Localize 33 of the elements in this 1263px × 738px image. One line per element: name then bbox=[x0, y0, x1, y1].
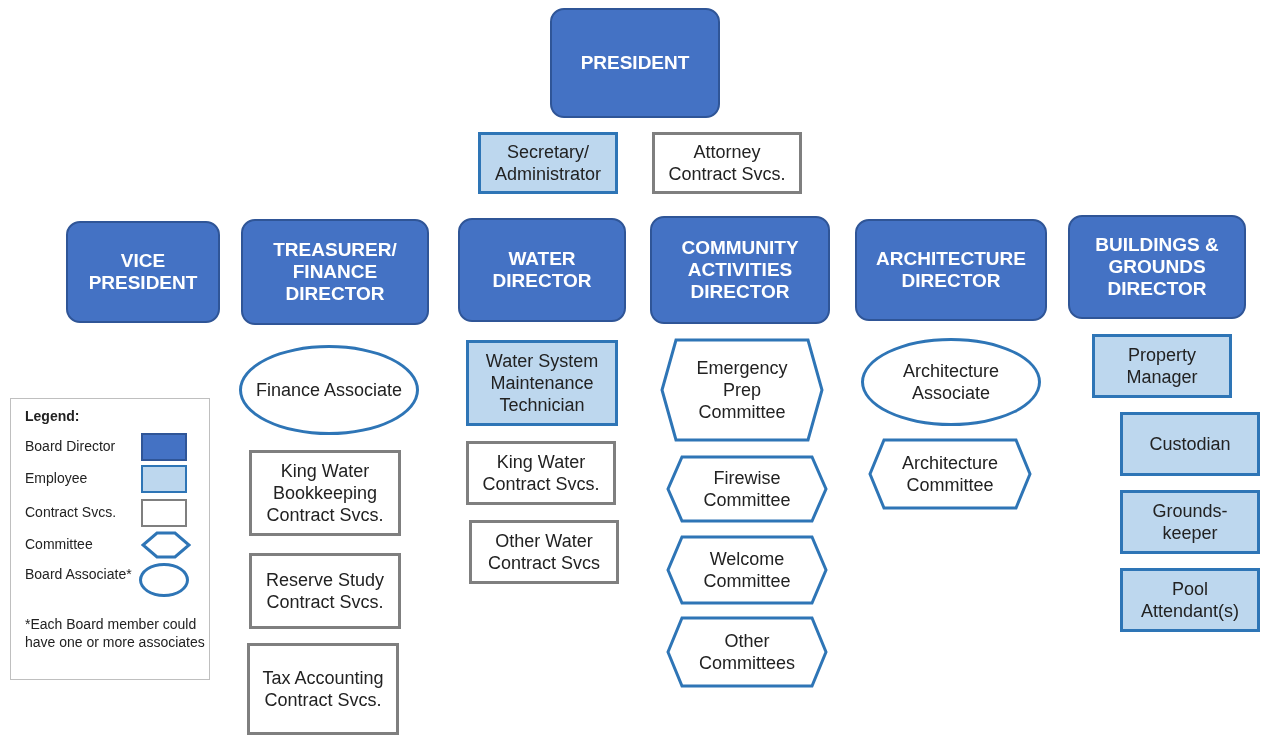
contract-services-box: Tax Accounting Contract Svcs. bbox=[247, 643, 399, 735]
contract-services-box: King Water Contract Svcs. bbox=[466, 441, 616, 505]
director-box: TREASURER/ FINANCE DIRECTOR bbox=[241, 219, 429, 325]
legend-label: Employee bbox=[25, 469, 89, 487]
associate-ellipse: Finance Associate bbox=[239, 345, 419, 435]
director-box: BUILDINGS & GROUNDS DIRECTOR bbox=[1068, 215, 1246, 319]
director-box: ARCHITECTURE DIRECTOR bbox=[855, 219, 1047, 321]
committee-hexagon: Architecture Committee bbox=[868, 438, 1032, 510]
director-box: WATER DIRECTOR bbox=[458, 218, 626, 322]
legend-title: Legend: bbox=[25, 407, 80, 425]
employee-box: Pool Attendant(s) bbox=[1120, 568, 1260, 632]
committee-hexagon: Emergency Prep Committee bbox=[660, 338, 824, 442]
employee-box: Custodian bbox=[1120, 412, 1260, 476]
legend-label: Board Director bbox=[25, 437, 117, 455]
employee-box: Property Manager bbox=[1092, 334, 1232, 398]
committee-hexagon: Welcome Committee bbox=[666, 535, 828, 605]
legend-label: Contract Svcs. bbox=[25, 503, 118, 521]
employee-box: Water System Maintenance Technician bbox=[466, 340, 618, 426]
associate-ellipse: Architecture Associate bbox=[861, 338, 1041, 426]
committee-hexagon: Other Committees bbox=[666, 616, 828, 688]
legend-note: *Each Board member could have one or more associates bbox=[25, 615, 205, 651]
committee-hexagon: Firewise Committee bbox=[666, 455, 828, 523]
director-box: COMMUNITY ACTIVITIES DIRECTOR bbox=[650, 216, 830, 324]
contract-services-box: Attorney Contract Svcs. bbox=[652, 132, 802, 194]
legend-label: Committee bbox=[25, 535, 94, 553]
legend-label: Board Associate* bbox=[25, 565, 133, 583]
employee-box: Secretary/ Administrator bbox=[478, 132, 618, 194]
contract-services-box: King Water Bookkeeping Contract Svcs. bbox=[249, 450, 401, 536]
contract-services-box: Other Water Contract Svcs bbox=[469, 520, 619, 584]
contract-services-box: Reserve Study Contract Svcs. bbox=[249, 553, 401, 629]
director-box: PRESIDENT bbox=[550, 8, 720, 118]
employee-box: Grounds- keeper bbox=[1120, 490, 1260, 554]
director-box: VICE PRESIDENT bbox=[66, 221, 220, 323]
